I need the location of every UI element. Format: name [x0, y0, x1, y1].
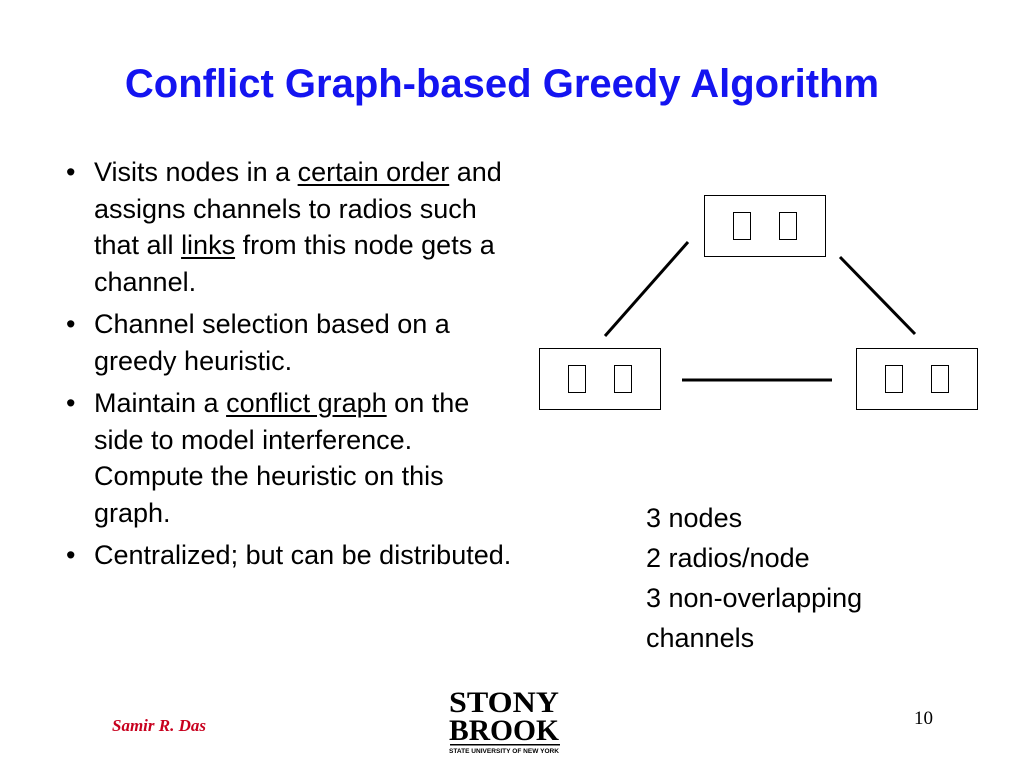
bullet-underlined-text: certain order: [297, 157, 450, 187]
stony-brook-logo: STONY BROOK STATE UNIVERSITY OF NEW YORK: [449, 686, 560, 755]
bullet-icon: •: [66, 540, 76, 570]
bullet-item: • Maintain a conflict graph on the side t…: [62, 385, 524, 531]
logo-subtitle: STATE UNIVERSITY OF NEW YORK: [449, 749, 560, 755]
bullet-text: Centralized; but can be distributed.: [94, 540, 512, 570]
radio-icon: [614, 365, 632, 393]
note-line: 2 radios/node: [646, 543, 810, 573]
logo-line1: STONY: [449, 686, 559, 719]
page-number: 10: [914, 708, 933, 729]
note-line: channels: [646, 623, 755, 653]
radio-icon: [568, 365, 586, 393]
bullet-item: • Centralized; but can be distributed.: [62, 537, 524, 574]
node-top: [704, 195, 826, 257]
bullet-icon: •: [66, 309, 76, 339]
bullet-underlined-text: conflict graph: [226, 388, 387, 418]
node-left: [539, 348, 661, 410]
slide-title: Conflict Graph-based Greedy Algorithm: [124, 62, 880, 106]
bullet-item: • Visits nodes in a certain order and ass…: [62, 154, 524, 300]
note-line: 3 non-overlapping: [646, 583, 863, 613]
note-line: 3 nodes: [646, 503, 743, 533]
bullet-text: and assigns channels to radios such that…: [94, 157, 502, 260]
bullet-underlined-text: links: [181, 230, 236, 260]
logo-rule: [450, 744, 560, 746]
bullet-item: • Channel selection based on a greedy heu…: [62, 306, 524, 379]
bullet-text: Visits nodes in a: [94, 157, 298, 187]
bullet-text: Channel selection based on a greedy heur…: [94, 309, 450, 376]
radio-icon: [733, 212, 751, 240]
bullet-icon: •: [66, 388, 76, 418]
footer-author: Samir R. Das: [112, 716, 206, 735]
logo-line2: BROOK: [449, 714, 560, 747]
edge-top-left: [603, 241, 690, 337]
bullet-text: from this node gets a channel.: [94, 230, 495, 297]
node-right: [856, 348, 978, 410]
radio-icon: [779, 212, 797, 240]
bullet-list: • Visits nodes in a certain order and ass…: [62, 154, 524, 580]
edge-top-right: [838, 255, 917, 336]
bullet-icon: •: [66, 157, 76, 187]
bullet-text: on the side to model interference. Compu…: [94, 388, 470, 528]
bullet-text: Maintain a: [94, 388, 227, 418]
radio-icon: [931, 365, 949, 393]
diagram-notes: 3 nodes 2 radios/node 3 non-overlapping …: [646, 498, 862, 658]
radio-icon: [885, 365, 903, 393]
